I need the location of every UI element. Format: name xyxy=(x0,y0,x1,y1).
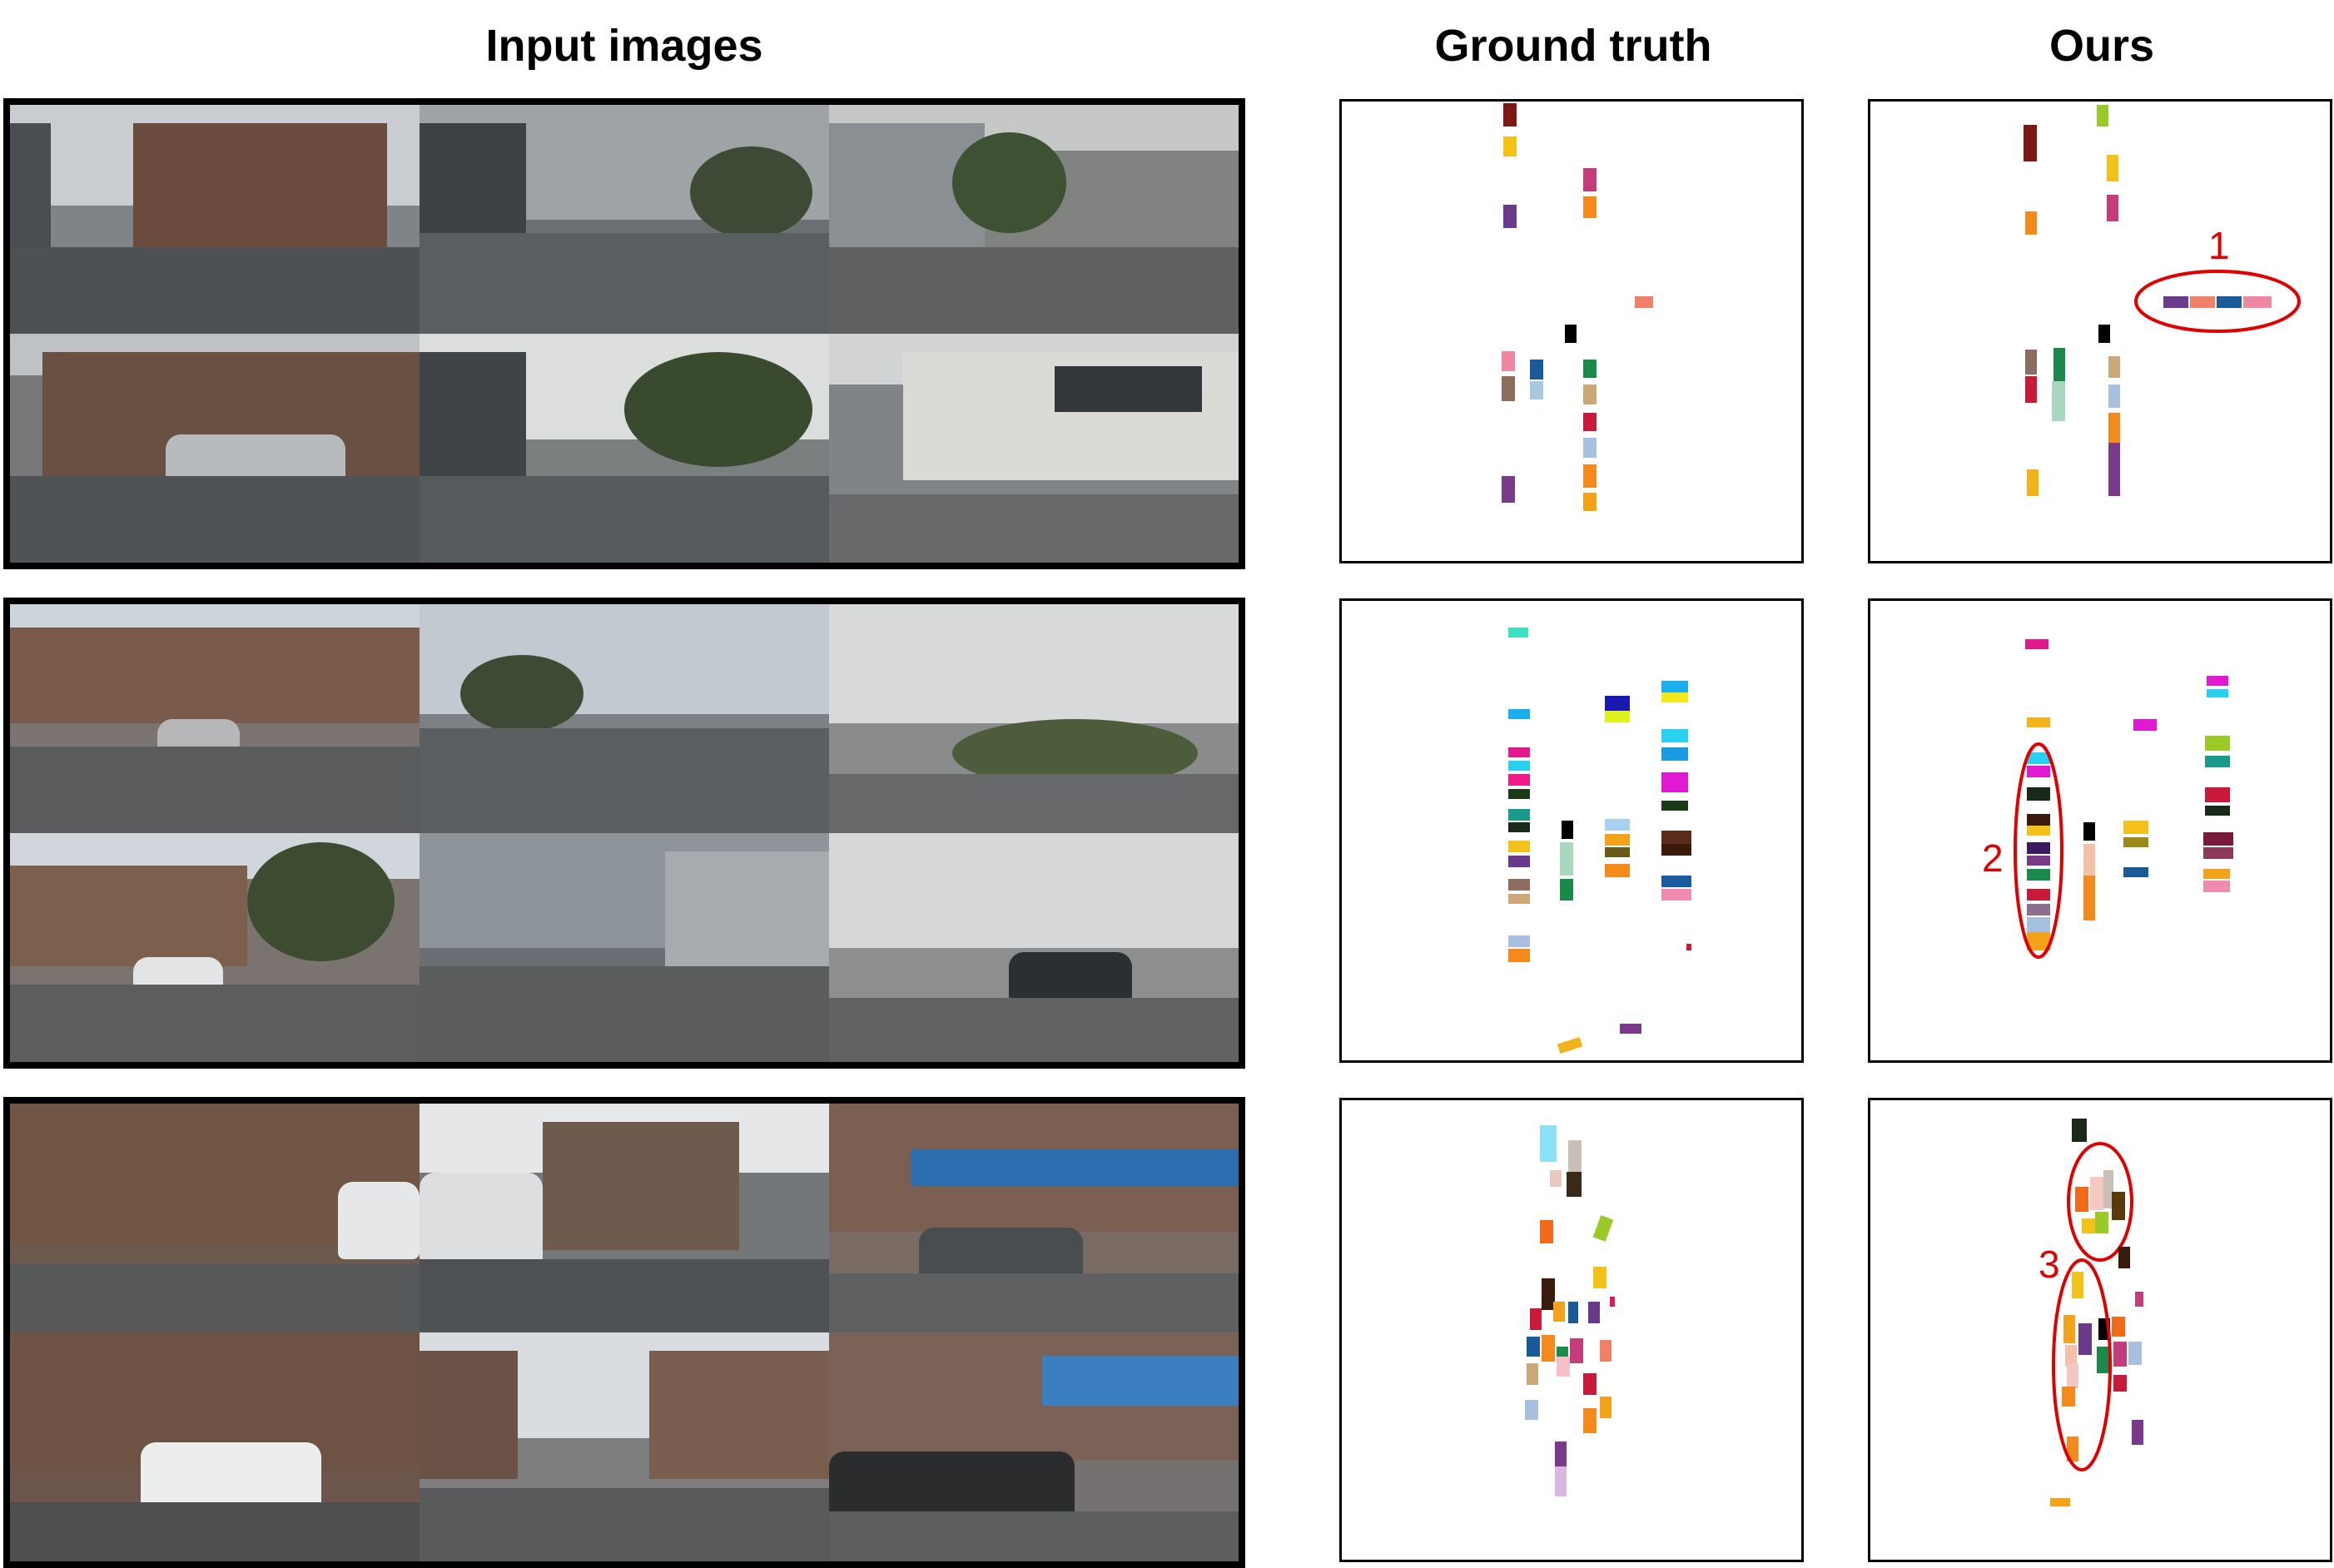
ground-truth-boxes-row-1 xyxy=(1502,103,1653,511)
ground-truth-bev-row-1 xyxy=(1339,99,1804,563)
camera-back xyxy=(420,334,829,563)
ours-bev-row-2: 2 xyxy=(1868,598,2332,1063)
camera-front-right xyxy=(829,105,1239,334)
camera-front xyxy=(420,105,829,334)
annotation-1: 1 xyxy=(2208,224,2230,267)
camera-front-left xyxy=(10,1104,420,1332)
header-ground-truth: Ground truth xyxy=(1434,21,1712,71)
camera-back-right xyxy=(829,833,1239,1062)
camera-back xyxy=(420,1332,829,1561)
ground-truth-boxes-row-3 xyxy=(1525,1125,1615,1496)
camera-back-left xyxy=(10,833,420,1062)
camera-back-left xyxy=(10,334,420,563)
camera-front-left xyxy=(10,604,420,833)
ground-truth-bev-row-2 xyxy=(1339,598,1804,1063)
camera-front-left xyxy=(10,105,420,334)
ground-truth-bev-row-3 xyxy=(1339,1098,1804,1562)
ours-boxes-row-3 xyxy=(2050,1119,2143,1506)
ours-boxes-row-2 xyxy=(2014,639,2233,959)
camera-back-left xyxy=(10,1332,420,1561)
header-ours: Ours xyxy=(2048,21,2155,71)
input-image-grid-row-3 xyxy=(3,1097,1245,1568)
annotation-3: 3 xyxy=(2039,1243,2060,1286)
camera-back-right xyxy=(829,1332,1239,1561)
ours-boxes-row-1 xyxy=(2024,105,2301,496)
camera-front-right xyxy=(829,604,1239,833)
ours-bev-row-3: 3 xyxy=(1868,1098,2332,1562)
input-image-grid-row-2 xyxy=(3,598,1245,1069)
ours-bev-row-1: 1 xyxy=(1868,99,2332,563)
camera-front xyxy=(420,1104,829,1332)
camera-front xyxy=(420,604,829,833)
camera-front-right xyxy=(829,1104,1239,1332)
header-input-images: Input images xyxy=(485,21,763,71)
input-image-grid-row-1 xyxy=(3,98,1245,569)
camera-back-right xyxy=(829,334,1239,563)
ground-truth-boxes-row-2 xyxy=(1508,628,1691,1054)
annotation-2: 2 xyxy=(1982,836,2004,880)
camera-back xyxy=(420,833,829,1062)
